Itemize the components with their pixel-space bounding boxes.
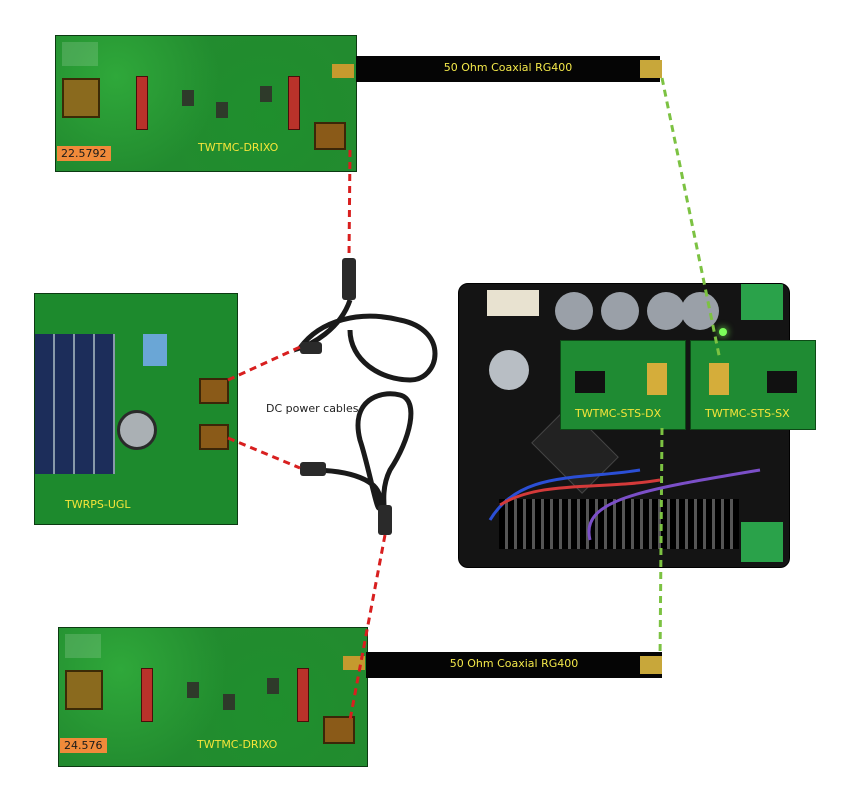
sts-sx-board: TWTMC-STS-SX — [690, 340, 816, 430]
dc-plug — [300, 342, 322, 354]
capacitor-component — [187, 682, 199, 698]
inductor-component — [288, 76, 300, 130]
ic-chip — [575, 371, 605, 393]
dc-jack-component — [314, 122, 346, 150]
capacitor-component — [681, 292, 719, 330]
pin-header-rows — [499, 499, 739, 549]
film-capacitor-component — [143, 334, 167, 366]
coax-connection-line — [660, 77, 722, 361]
dc-connection-line — [348, 534, 387, 721]
connector-header — [487, 290, 539, 316]
capacitor-component — [489, 350, 529, 390]
frequency-label: 24.576 — [60, 738, 107, 753]
terminal-block — [741, 284, 783, 320]
capacitor-component — [555, 292, 593, 330]
dc-cable-cord — [293, 299, 438, 383]
capacitor-component — [182, 90, 194, 106]
frequency-label: 22.5792 — [57, 146, 111, 161]
capacitor-component — [216, 102, 228, 118]
capacitor-component — [647, 292, 685, 330]
dc-jack-component — [323, 716, 355, 744]
capacitor-component — [601, 292, 639, 330]
coax-connection-line — [658, 427, 664, 663]
terminal-block — [741, 522, 783, 562]
dc-output-jack — [199, 378, 229, 404]
coax-connector — [640, 60, 662, 78]
dc-plug — [300, 462, 326, 476]
board-label: TWTMC-STS-SX — [705, 407, 790, 420]
jumper-wire — [488, 468, 641, 521]
text-silkscreen — [62, 42, 98, 66]
dc-cables-label: DC power cables — [266, 402, 359, 415]
sma-connector-component — [647, 363, 667, 395]
text-silkscreen — [65, 634, 101, 658]
inductor-component — [141, 668, 153, 722]
capacitor-bank — [35, 334, 115, 474]
jumper-wire — [499, 478, 661, 507]
status-led — [719, 328, 727, 336]
dc-cable-cord — [309, 391, 414, 521]
dc-output-jack — [199, 424, 229, 450]
capacitor-component — [223, 694, 235, 710]
coax-cable-label: 50 Ohm Coaxial RG400 — [449, 657, 579, 670]
sma-connector-component — [332, 64, 354, 78]
dc-plug — [378, 505, 392, 535]
drixo-board-top: TWTMC-DRIXO — [55, 35, 357, 172]
drixo-board-bottom: TWTMC-DRIXO — [58, 627, 368, 767]
dc-connection-line — [347, 149, 352, 259]
transformer-component — [62, 78, 100, 118]
board-label: TWTMC-DRIXO — [198, 141, 279, 154]
sts-dx-board: TWTMC-STS-DX — [560, 340, 686, 430]
capacitor-component — [267, 678, 279, 694]
toroid-component — [117, 410, 157, 450]
capacitor-component — [260, 86, 272, 102]
coax-connector — [640, 656, 662, 674]
dc-plug — [342, 258, 356, 300]
board-label: TWTMC-STS-DX — [575, 407, 662, 420]
jumper-wire — [587, 468, 761, 541]
board-label: TWRPS-UGL — [65, 498, 131, 511]
dc-connection-line — [227, 345, 301, 382]
inductor-component — [136, 76, 148, 130]
sma-connector-component — [709, 363, 729, 395]
coax-cable-bottom: 50 Ohm Coaxial RG400 — [366, 652, 662, 678]
inductor-component — [297, 668, 309, 722]
transformer-component — [65, 670, 103, 710]
psu-board: TWRPS-UGL — [34, 293, 238, 525]
ic-chip — [767, 371, 797, 393]
dc-connection-line — [227, 436, 301, 470]
coax-cable-top: 50 Ohm Coaxial RG400 — [356, 56, 660, 82]
board-label: TWTMC-DRIXO — [197, 738, 278, 751]
coax-cable-label: 50 Ohm Coaxial RG400 — [443, 61, 573, 74]
